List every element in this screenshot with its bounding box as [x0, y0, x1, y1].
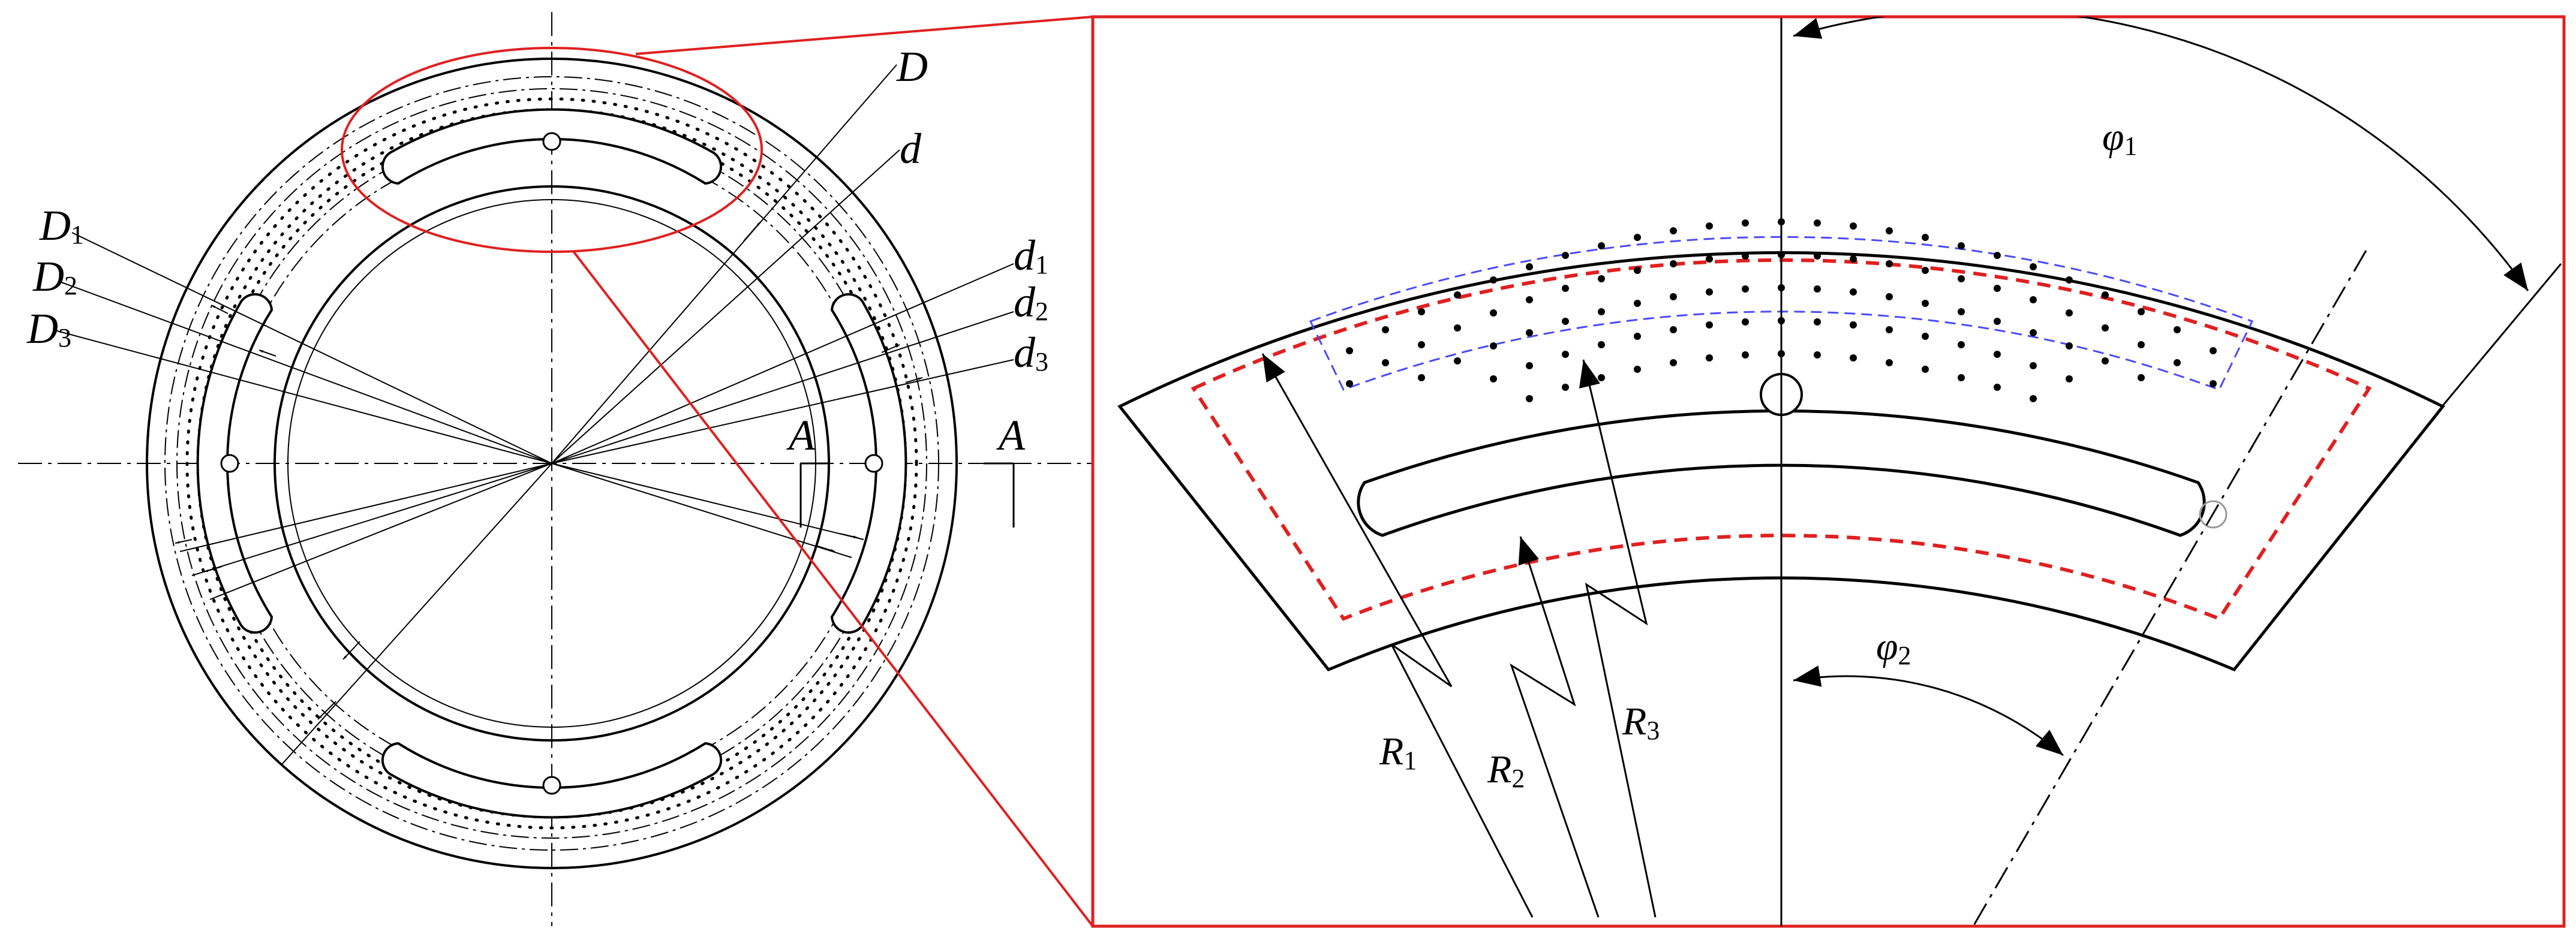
radius-leaders	[1261, 353, 1657, 918]
pin-holes	[220, 132, 883, 795]
phi2-arc	[1793, 665, 2064, 757]
svg-text:R2: R2	[1487, 748, 1525, 793]
label-d2: d	[1014, 278, 1036, 326]
label-d1: d	[1014, 231, 1036, 279]
label-d: d	[900, 125, 922, 173]
label-D: D	[896, 43, 928, 91]
sector-pad-outline	[1117, 251, 2445, 672]
dimension-leaders	[56, 64, 1014, 765]
inner-circle	[273, 185, 830, 742]
zoom-inclined-centerline	[1972, 250, 2367, 926]
label-D1: D	[39, 201, 71, 249]
label-D3: D	[26, 305, 58, 352]
svg-text:R3: R3	[1622, 700, 1660, 745]
zoom-detail-view: φ1 φ2 R1 R2 R3	[1091, 15, 2566, 928]
zoom-frame	[1091, 15, 2566, 928]
svg-text:D2: D2	[32, 252, 77, 300]
zoom-region-ellipse	[341, 47, 763, 253]
svg-text:φ2: φ2	[1876, 625, 1911, 670]
phi1-arc	[1793, 17, 2529, 291]
section-line-a	[799, 462, 1015, 528]
svg-text:R1: R1	[1379, 730, 1417, 775]
label-R1: R	[1379, 730, 1403, 773]
label-R2: R	[1487, 748, 1511, 791]
label-R3: R	[1622, 700, 1646, 743]
label-d3: d	[1014, 329, 1036, 376]
svg-text:d3: d3	[1014, 329, 1048, 376]
label-D2: D	[32, 252, 64, 300]
svg-text:φ1: φ1	[2102, 115, 2138, 161]
blue-dashed-boundary	[1309, 236, 2254, 391]
dimension-arrows	[175, 221, 923, 720]
slot-end-marker	[2199, 500, 2228, 529]
label-phi2: φ	[1876, 625, 1898, 668]
label-section-a-left: A	[786, 411, 816, 459]
label-phi1: φ	[2102, 115, 2124, 159]
svg-text:D3: D3	[26, 305, 71, 352]
label-section-a-right: A	[996, 411, 1026, 459]
zoom-connectors	[572, 16, 1094, 927]
outer-circle	[146, 58, 958, 869]
kidney-slots	[196, 108, 907, 819]
phi1-boundary-line	[2440, 263, 2562, 408]
svg-text:d1: d1	[1014, 231, 1048, 279]
zoom-labels: φ1 φ2 R1 R2 R3	[1379, 115, 2138, 793]
face-view-labels: D d D1 D2 D3 d1 d2 d3 A A	[26, 43, 1048, 459]
bearing-face-view	[18, 12, 1092, 926]
svg-text:D1: D1	[39, 201, 84, 249]
svg-text:d2: d2	[1014, 278, 1048, 326]
